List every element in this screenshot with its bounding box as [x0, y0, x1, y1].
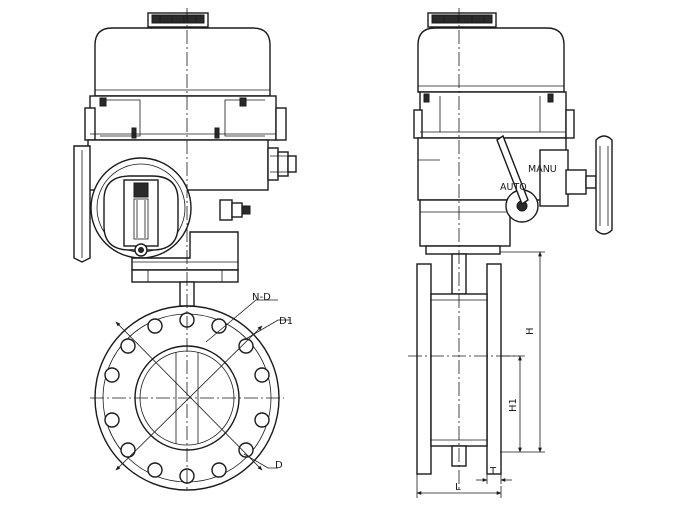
manual-lever	[496, 134, 539, 223]
handwheel-shaft	[539, 135, 613, 235]
side-screw	[219, 199, 251, 221]
cable-gland	[267, 147, 297, 181]
side-gear-case	[413, 91, 575, 139]
label-h: H	[525, 327, 536, 335]
label-d1: D1	[279, 316, 293, 327]
mounting-bracket	[131, 231, 239, 283]
actuator-housing	[94, 27, 271, 97]
label-d: D	[275, 460, 283, 471]
front-view: N-D D1 D	[73, 8, 297, 492]
label-h1: H1	[508, 398, 519, 412]
label-t: T	[489, 466, 497, 477]
side-valve-body	[416, 263, 502, 475]
label-manu: MANU	[528, 164, 557, 175]
side-actuator-housing	[417, 27, 565, 93]
label-auto: AUTO	[500, 182, 527, 193]
actuator-top-cap	[147, 12, 209, 28]
position-indicator	[90, 157, 192, 259]
label-n-d: N-D	[252, 292, 271, 303]
side-view: MANU AUTO H H1 T	[408, 8, 613, 498]
label-l: L	[455, 482, 461, 493]
side-top-cap	[427, 12, 497, 28]
gear-case	[84, 95, 287, 141]
